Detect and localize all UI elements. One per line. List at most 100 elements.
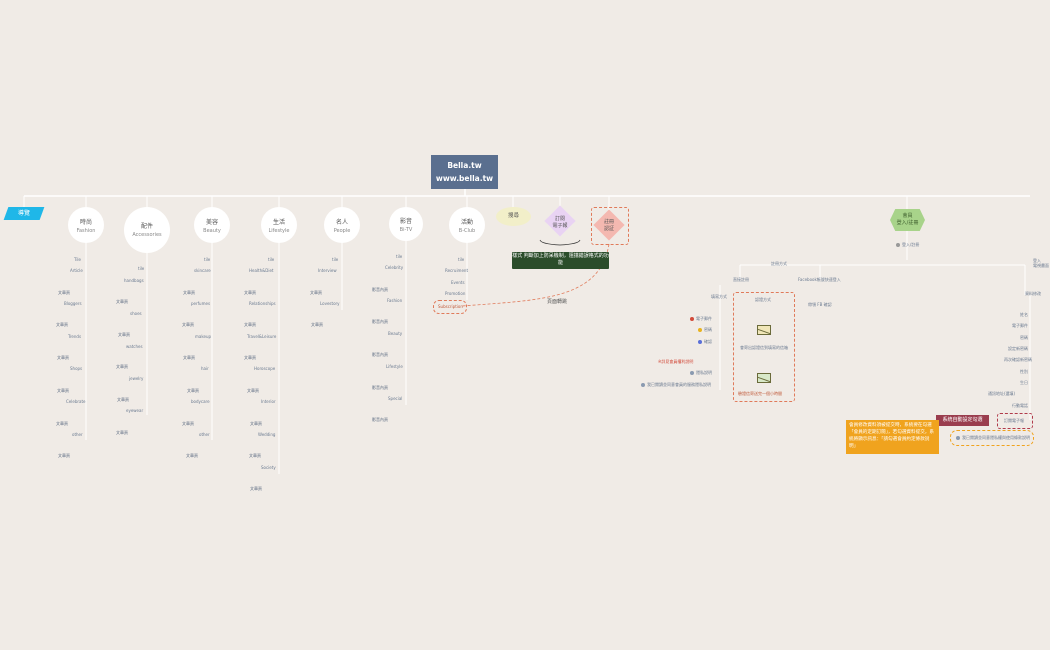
leaf[interactable]: 文章頁	[57, 388, 69, 393]
leaf[interactable]: 文章頁	[183, 290, 195, 295]
leaf[interactable]: 文章頁	[57, 355, 69, 360]
leaf[interactable]: 文章頁	[56, 421, 68, 426]
leaf[interactable]: hair	[201, 366, 209, 371]
field-birthday[interactable]: 生日	[1020, 380, 1028, 385]
leaf[interactable]: 文章頁	[182, 421, 194, 426]
leaf[interactable]: 影音內頁	[372, 417, 388, 422]
leaf[interactable]: 文章頁	[182, 322, 194, 327]
privacy-link[interactable]: ※詳見會員權利說明	[658, 359, 694, 364]
leaf[interactable]: jewelry	[129, 376, 144, 381]
leaf[interactable]: 文章頁	[116, 299, 128, 304]
category-beauty[interactable]: 美容 Beauty	[194, 207, 230, 243]
subscribe-news-box[interactable]: 訂閱電子報	[997, 413, 1033, 429]
leaf[interactable]: 文章頁	[116, 430, 128, 435]
leaf[interactable]: 文章頁	[244, 322, 256, 327]
field-password[interactable]: 密碼	[1020, 335, 1028, 340]
leaf[interactable]: skincare	[194, 268, 211, 273]
category-accessories[interactable]: 配件 Accessories	[124, 207, 170, 253]
leaf[interactable]: tile	[458, 257, 465, 262]
leaf[interactable]: 文章頁	[118, 332, 130, 337]
leaf[interactable]: eyewear	[126, 408, 144, 413]
leaf[interactable]: 文章頁	[249, 453, 261, 458]
leaf[interactable]: Promotion	[445, 291, 466, 296]
leaf[interactable]: tile	[204, 257, 211, 262]
leaf[interactable]: Celebrity	[385, 265, 404, 270]
subscription-box[interactable]: Subscription	[433, 300, 467, 314]
leaf[interactable]: 影音內頁	[372, 385, 388, 390]
leaf[interactable]: tile	[138, 266, 145, 271]
leaf[interactable]: 文章頁	[250, 421, 262, 426]
category-bclub[interactable]: 活動 B-Club	[449, 207, 485, 243]
leaf[interactable]: 文章頁	[311, 322, 323, 327]
category-people[interactable]: 名人 People	[324, 207, 360, 243]
leaf[interactable]: handbags	[124, 278, 144, 283]
leaf[interactable]: Society	[261, 465, 276, 470]
category-fashion[interactable]: 時尚 Fashion	[68, 207, 104, 243]
leaf[interactable]: Trends	[68, 334, 82, 339]
leaf[interactable]: 文章頁	[186, 453, 198, 458]
leaf[interactable]: 文章頁	[244, 355, 256, 360]
field-email[interactable]: 電子郵件	[1012, 323, 1028, 328]
leaf[interactable]: 文章頁	[58, 290, 70, 295]
search-node[interactable]: 搜尋	[496, 207, 531, 226]
leaf[interactable]: 文章頁	[116, 364, 128, 369]
leaf[interactable]: 影音內頁	[372, 352, 388, 357]
leaf[interactable]: 影音內頁	[372, 319, 388, 324]
leaf[interactable]: 文章頁	[244, 290, 256, 295]
leaf[interactable]: Relationships	[249, 301, 276, 306]
leaf[interactable]: Recruiment	[445, 268, 469, 273]
root-node[interactable]: Bella.tw www.bella.tw	[431, 155, 498, 189]
member-node[interactable]: 會員 登入/註冊	[890, 209, 925, 231]
leaf[interactable]: 影音內頁	[372, 287, 388, 292]
category-lifestyle[interactable]: 生活 Lifestyle	[261, 207, 297, 243]
leaf[interactable]: Special	[388, 396, 403, 401]
leaf[interactable]: Travel&Leisure	[247, 334, 277, 339]
leaf[interactable]: shoes	[130, 311, 142, 316]
leaf[interactable]: 文章頁	[58, 453, 70, 458]
field-confirm-password[interactable]: 再次確認新密碼	[1004, 357, 1032, 362]
leaf[interactable]: Interview	[318, 268, 337, 273]
field-new-password[interactable]: 設定新密碼	[1008, 346, 1028, 351]
leaf[interactable]: Celebrate	[66, 399, 86, 404]
leaf[interactable]: Horoscope	[254, 366, 276, 371]
leaf[interactable]: tile	[268, 257, 275, 262]
leaf[interactable]: Events	[451, 280, 465, 285]
leaf[interactable]: Health&Diet	[249, 268, 274, 273]
leaf[interactable]: 文章頁	[117, 397, 129, 402]
leaf[interactable]: tile	[396, 254, 403, 259]
leaf[interactable]: Shops	[70, 366, 83, 371]
leaf[interactable]: Fashion	[387, 298, 403, 303]
field-gender[interactable]: 性別	[1020, 369, 1028, 374]
leaf[interactable]: bodycare	[191, 399, 210, 404]
leaf[interactable]: tile	[332, 257, 339, 262]
leaf[interactable]: 文章頁	[56, 322, 68, 327]
leaf[interactable]: 文章頁	[187, 388, 199, 393]
member-login[interactable]: 登入/註冊	[896, 242, 919, 248]
field-phone[interactable]: 行動電話	[1012, 403, 1028, 408]
agree-item[interactable]: 我已閱讀並同意會員的服務隱私說明	[641, 382, 711, 388]
nav-tag[interactable]: 導覽	[3, 207, 45, 220]
leaf[interactable]: Bloggers	[64, 301, 82, 306]
leaf[interactable]: Beauty	[388, 331, 403, 336]
leaf[interactable]: 文章頁	[250, 486, 262, 491]
leaf[interactable]: Lifestyle	[386, 364, 403, 369]
leaf[interactable]: other	[199, 432, 210, 437]
leaf[interactable]: Article	[70, 268, 83, 273]
leaf[interactable]: Interior	[261, 399, 276, 404]
leaf[interactable]: 文章頁	[183, 355, 195, 360]
category-bitv[interactable]: 影音 Bi-TV	[389, 207, 423, 241]
leaf[interactable]: Wedding	[258, 432, 276, 437]
leaf[interactable]: makeup	[195, 334, 212, 339]
privacy-agree-box[interactable]: 我已閱讀並同意隱私權與使用條款說明	[950, 430, 1034, 446]
field-address[interactable]: 通訊地址(選填)	[988, 391, 1016, 396]
leaf[interactable]: Lovestory	[320, 301, 340, 306]
field-name[interactable]: 姓名	[1020, 312, 1028, 317]
leaf[interactable]: perfumes	[191, 301, 211, 306]
leaf[interactable]: watches	[126, 344, 143, 349]
facebook-login[interactable]: Facebook帳號快速登入	[798, 277, 841, 282]
direct-register[interactable]: 直接註冊	[733, 277, 749, 282]
leaf[interactable]: 文章頁	[310, 290, 322, 295]
leaf[interactable]: Tile	[74, 257, 82, 262]
leaf[interactable]: 文章頁	[247, 388, 259, 393]
leaf[interactable]: other	[72, 432, 83, 437]
